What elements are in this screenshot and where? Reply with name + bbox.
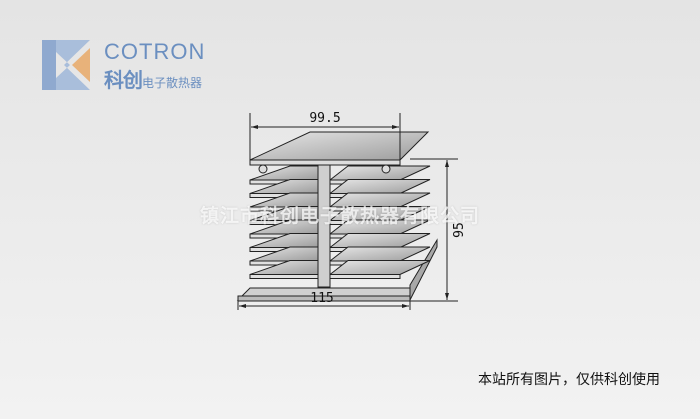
logo-name-cn: 科创电子散热器	[104, 64, 202, 93]
dim-bottom-label: 115	[310, 291, 333, 306]
logo-tagline: 电子散热器	[142, 76, 203, 90]
dim-height-label: 95	[452, 222, 467, 238]
usage-notice: 本站所有图片，仅供科创使用	[478, 372, 660, 388]
top-plate	[249, 131, 430, 161]
fin-right	[328, 233, 431, 248]
logo-name-en: COTRON	[104, 39, 206, 64]
watermark: 镇江市科创电子散热器有限公司	[200, 205, 481, 227]
screw-channel-left	[258, 164, 268, 174]
base-front	[237, 295, 411, 302]
dimension-lines	[237, 113, 458, 310]
fin-edge	[249, 274, 319, 279]
logo-mark-icon	[42, 40, 90, 90]
cotron-logo: COTRON 科创电子散热器	[42, 39, 232, 93]
fin-right	[328, 165, 431, 181]
fin-right	[328, 246, 431, 262]
top-plate-edge	[249, 159, 401, 166]
screw-channel-right	[381, 164, 391, 174]
fin-right	[328, 260, 431, 275]
fin-edge	[329, 274, 401, 279]
fin-right	[328, 179, 431, 194]
logo-cn-brand: 科创	[104, 68, 143, 92]
fins	[249, 165, 431, 279]
dim-top-label: 99.5	[309, 111, 340, 126]
dimension-arrows	[239, 125, 449, 308]
